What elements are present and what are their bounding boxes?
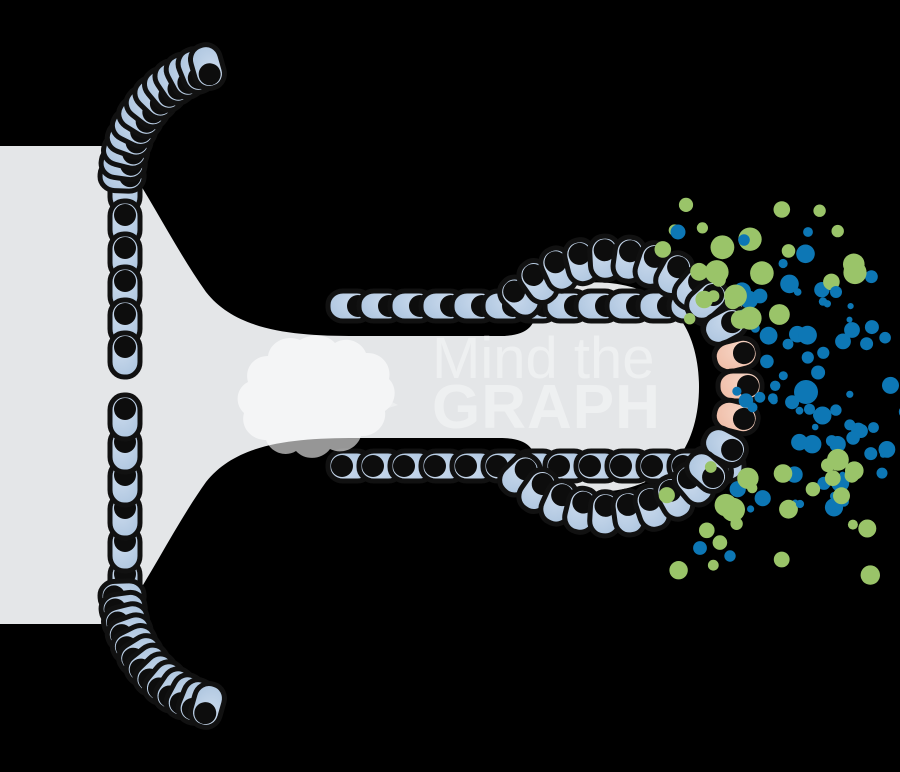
particle-blue [778, 258, 788, 269]
particle-blue [794, 380, 818, 404]
particle-blue [830, 404, 842, 416]
particle-green [737, 467, 759, 489]
particle-green [712, 535, 728, 550]
particle-blue [876, 467, 888, 479]
particle-blue [760, 354, 774, 369]
particle-green [724, 293, 741, 310]
particle-green [779, 499, 798, 519]
particle-blue [878, 441, 896, 458]
particle-green [773, 201, 791, 218]
particle-green [707, 559, 719, 571]
particle-blue [811, 365, 826, 380]
particle-blue [879, 331, 891, 344]
particle-green [696, 222, 709, 234]
particle-blue [782, 338, 794, 350]
particle-green [858, 519, 877, 538]
particle-blue [670, 224, 686, 240]
watermark: Mind the GRAPH [237, 326, 661, 458]
particle-blue [803, 435, 822, 454]
particle-green [833, 487, 850, 505]
particle-blue [865, 270, 878, 284]
particle-green [658, 487, 675, 504]
particle-blue [835, 333, 851, 350]
particle-blue [785, 395, 800, 410]
particle-blue [839, 471, 846, 478]
particle-green [781, 244, 796, 258]
particle-green [678, 197, 694, 212]
brain-pencil-logo [237, 335, 398, 458]
particle-green [699, 522, 715, 539]
particle-green [824, 470, 841, 487]
particle-blue [747, 402, 758, 413]
particle-blue [752, 288, 768, 304]
particle-blue [801, 351, 814, 364]
particle-blue [847, 303, 854, 310]
particle-green [711, 272, 726, 287]
particle-blue [846, 316, 853, 323]
particle-blue [693, 541, 707, 555]
particle-blue [830, 286, 842, 298]
particle-green [860, 565, 880, 585]
particle-green [710, 235, 735, 260]
particle-blue [864, 320, 879, 335]
particle-blue [738, 234, 750, 246]
particle-green [844, 468, 860, 483]
particle-blue [830, 509, 838, 517]
particle-blue [846, 431, 860, 445]
particle-blue [732, 386, 742, 396]
epithelial-cell [110, 333, 140, 377]
particle-blue [813, 406, 832, 425]
particle-blue [754, 391, 766, 403]
particle-blue [811, 423, 819, 431]
particle-blue [818, 297, 828, 306]
watermark-line-1: Mind the [432, 326, 654, 391]
particle-blue [724, 550, 736, 562]
particle-blue [780, 274, 799, 294]
particle-blue [882, 376, 899, 394]
particle-green [654, 241, 672, 258]
particle-blue [844, 419, 856, 431]
particle-blue [795, 406, 804, 415]
watermark-line-2: GRAPH [432, 373, 661, 442]
particle-green [831, 224, 844, 238]
particle-blue [756, 496, 764, 504]
particle-blue [868, 422, 879, 433]
particle-blue [770, 380, 781, 391]
particle-green [684, 313, 696, 325]
particle-green [690, 262, 708, 281]
particle-blue [767, 393, 778, 403]
particle-blue [795, 499, 805, 509]
particle-blue [798, 325, 817, 345]
particle-green [721, 497, 745, 522]
particle-green [847, 519, 858, 530]
particle-blue [796, 244, 815, 264]
particle-green [695, 290, 713, 309]
particle-field [654, 197, 900, 585]
particle-green [669, 561, 688, 580]
particle-green [843, 260, 867, 285]
particle-blue [860, 337, 874, 351]
particle-green [769, 304, 790, 325]
particle-green [704, 461, 717, 473]
particle-blue [846, 390, 854, 398]
particle-blue [759, 326, 778, 345]
particle-green [773, 464, 793, 483]
particle-green [805, 482, 821, 497]
particle-green [813, 204, 826, 217]
particle-blue [844, 322, 860, 338]
particle-green [752, 270, 767, 285]
particle-blue [829, 436, 846, 453]
particle-blue [804, 403, 815, 415]
epithelial-cell [110, 395, 140, 439]
particle-blue [747, 505, 755, 513]
particle-blue [803, 227, 813, 237]
particle-green [773, 551, 790, 568]
particle-green [738, 306, 762, 330]
particle-blue [778, 371, 788, 381]
particle-green [821, 458, 835, 473]
particle-blue [864, 447, 878, 461]
particle-blue [817, 346, 830, 359]
